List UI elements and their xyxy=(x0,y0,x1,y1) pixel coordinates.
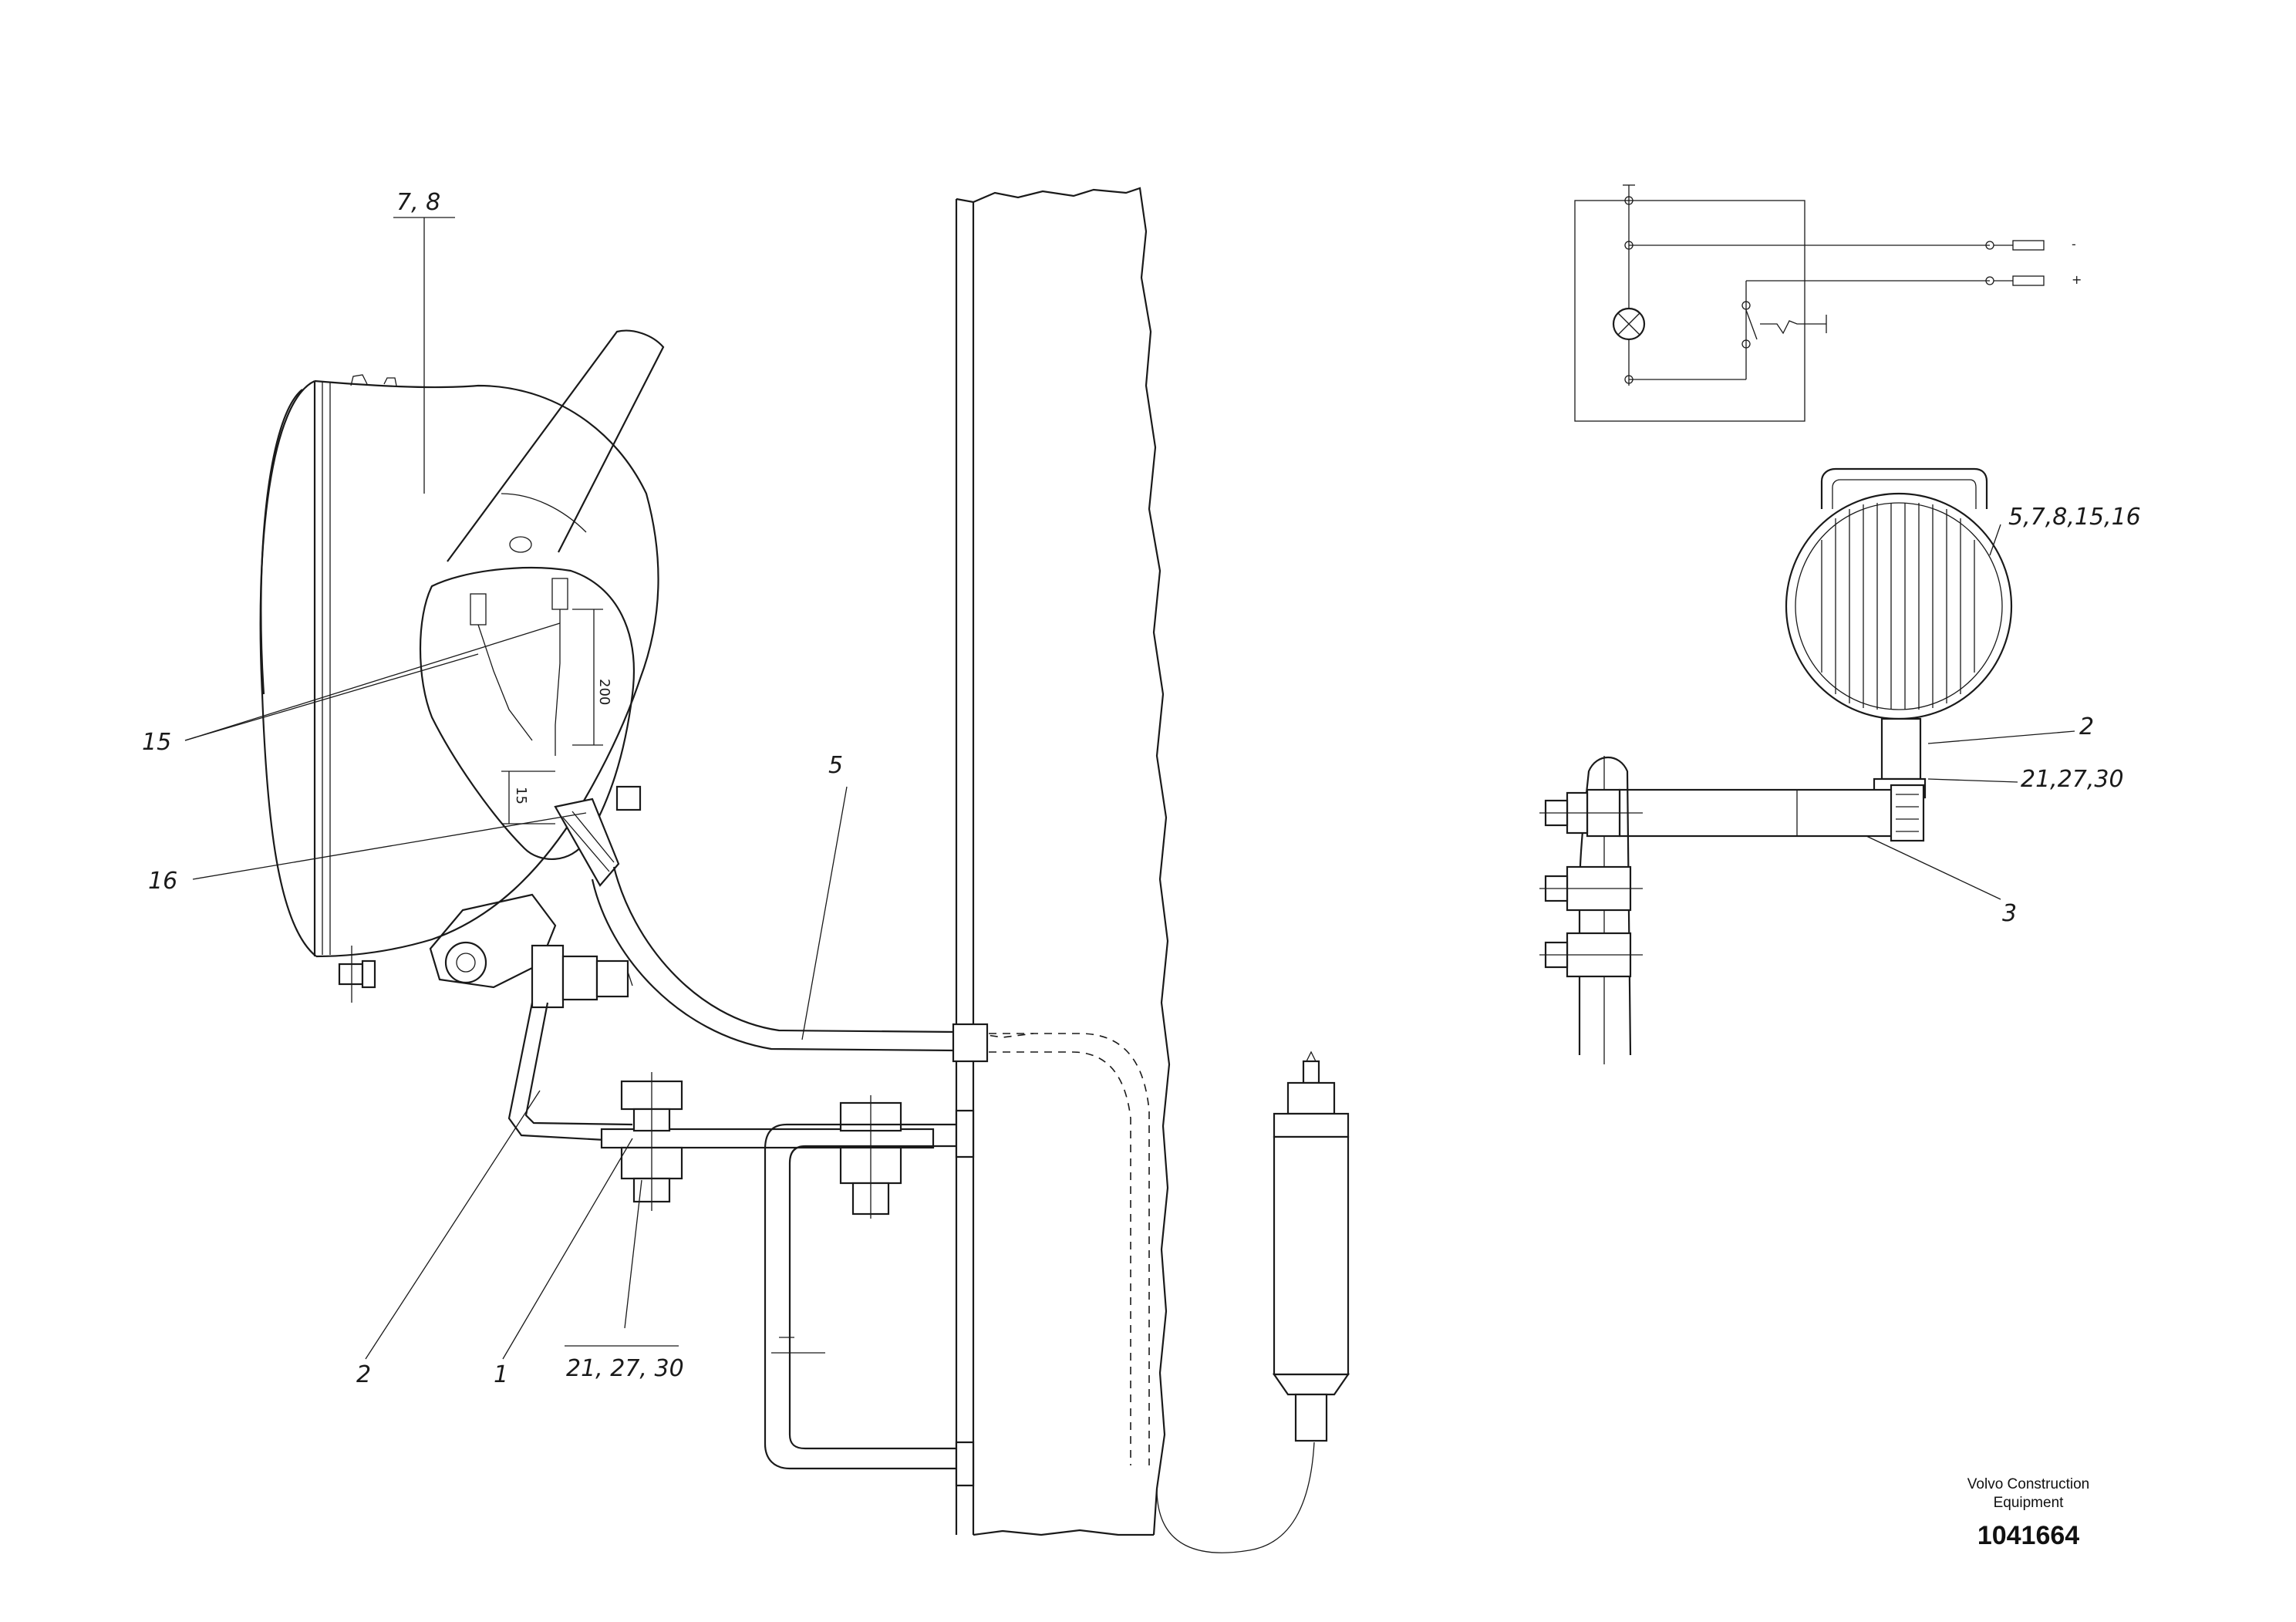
wiring-schematic: - + xyxy=(1574,184,2082,422)
callout-1: 1 xyxy=(494,1361,508,1388)
callout-21-27-30: 21, 27, 30 xyxy=(566,1355,684,1382)
company-name-line1: Volvo Construction xyxy=(1967,1476,2089,1492)
callout-2: 2 xyxy=(356,1361,371,1388)
frame-pillar xyxy=(955,187,1171,1536)
side-callout-21-27-30: 21,27,30 xyxy=(2021,766,2124,793)
callout-5: 5 xyxy=(828,752,843,779)
title-block: Volvo Construction Equipment 1041664 xyxy=(1967,1476,2089,1550)
terminal-minus: - xyxy=(2072,237,2076,251)
callout-15: 15 xyxy=(142,729,171,756)
side-view xyxy=(1539,467,2075,1064)
terminal-plus: + xyxy=(2072,272,2082,287)
dimension-200: 200 xyxy=(596,679,612,705)
lens-ribbing xyxy=(1821,503,1975,710)
mount-plate xyxy=(600,1072,975,1487)
bracket xyxy=(507,1002,633,1143)
drawing-number: 1041664 xyxy=(1977,1521,2079,1550)
leader-lines xyxy=(184,217,848,1360)
company-name-line2: Equipment xyxy=(1994,1495,2065,1511)
work-lamp: 200 15 xyxy=(259,329,665,1009)
dimension-15: 15 xyxy=(513,787,529,804)
cable xyxy=(591,866,1315,1553)
plug-connector xyxy=(1272,1050,1350,1442)
side-callout-2: 2 xyxy=(2079,713,2094,740)
callout-16: 16 xyxy=(148,868,177,895)
callout-7-8: 7, 8 xyxy=(396,189,440,216)
side-callout-5-7-8-15-16: 5,7,8,15,16 xyxy=(2008,504,2141,531)
side-callout-3: 3 xyxy=(2002,900,2017,927)
